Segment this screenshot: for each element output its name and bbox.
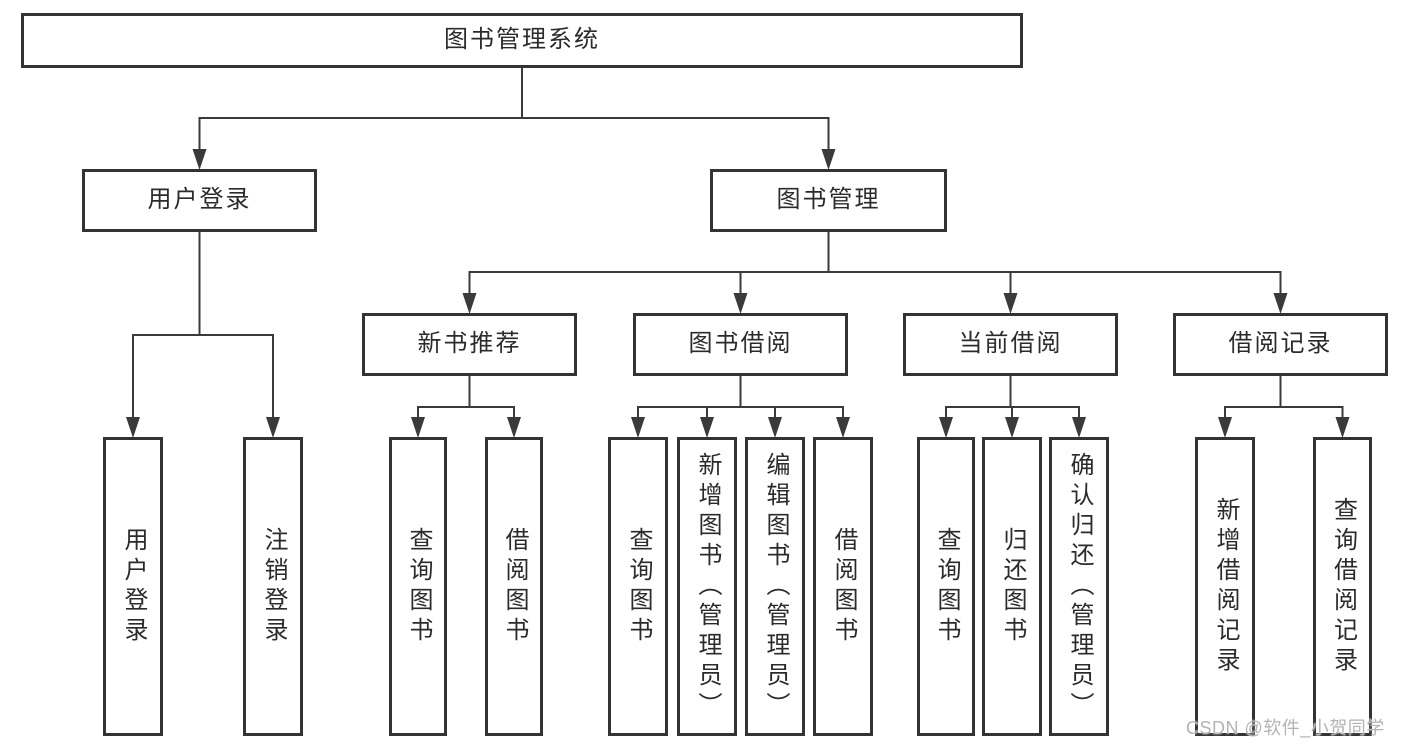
node-user-login: 用户登录	[82, 169, 317, 232]
node-new-book-rec: 新书推荐	[362, 313, 577, 376]
node-cb-query: 查询图书	[917, 437, 975, 736]
arrowhead	[700, 417, 714, 438]
arrowhead	[939, 417, 953, 438]
arrowhead	[1335, 417, 1350, 438]
node-br-query: 查询借阅记录	[1313, 437, 1372, 736]
node-br-add: 新增借阅记录	[1195, 437, 1255, 736]
node-label: 借阅图书	[501, 526, 528, 647]
node-label: 查询图书	[625, 526, 652, 647]
arrowhead	[192, 149, 207, 170]
node-label: 图书管理	[776, 186, 881, 214]
arrowhead	[411, 417, 425, 438]
arrowhead	[1003, 293, 1018, 314]
arrowhead	[462, 293, 477, 314]
node-label: 借阅图书	[830, 526, 857, 647]
node-label: 编辑图书（管理员）	[762, 451, 789, 722]
node-label: 用户登录	[147, 186, 252, 214]
node-borrow-records: 借阅记录	[1173, 313, 1388, 376]
arrowhead	[1273, 293, 1288, 314]
arrowhead	[768, 417, 782, 438]
node-label: 查询图书	[405, 526, 432, 647]
node-root: 图书管理系统	[21, 13, 1023, 68]
node-label: 图书借阅	[688, 330, 793, 358]
arrowhead	[1218, 417, 1232, 438]
node-label: 借阅记录	[1228, 330, 1333, 358]
node-bb-query: 查询图书	[608, 437, 668, 736]
node-label: 新增借阅记录	[1212, 496, 1239, 677]
arrowhead	[821, 149, 836, 170]
node-book-borrow: 图书借阅	[633, 313, 848, 376]
node-ul-logout: 注销登录	[243, 437, 303, 736]
node-bb-add: 新增图书（管理员）	[677, 437, 737, 736]
arrowhead	[733, 293, 748, 314]
node-cb-return: 归还图书	[982, 437, 1042, 736]
watermark: CSDN @软件_小贺同学	[1186, 718, 1385, 738]
node-ul-login: 用户登录	[103, 437, 163, 736]
arrowhead	[507, 417, 521, 438]
node-label: 查询借阅记录	[1329, 496, 1357, 677]
node-label: 查询图书	[933, 526, 960, 647]
arrowhead	[1005, 417, 1019, 438]
arrowhead	[1072, 417, 1086, 438]
arrowhead	[631, 417, 645, 438]
arrowhead	[126, 417, 140, 438]
node-label: 新增图书（管理员）	[694, 451, 721, 722]
node-book-mgmt: 图书管理	[710, 169, 947, 232]
node-label: 用户登录	[120, 526, 147, 647]
node-cb-confirm: 确认归还（管理员）	[1049, 437, 1109, 736]
node-label: 图书管理系统	[444, 26, 600, 54]
node-bb-borrow: 借阅图书	[813, 437, 873, 736]
node-label: 新书推荐	[417, 330, 522, 358]
node-label: 注销登录	[260, 526, 287, 647]
node-nb-query: 查询图书	[389, 437, 447, 736]
node-current-borrow: 当前借阅	[903, 313, 1118, 376]
arrowhead	[266, 417, 280, 438]
node-label: 归还图书	[999, 526, 1026, 647]
node-label: 确认归还（管理员）	[1066, 451, 1093, 722]
node-nb-borrow: 借阅图书	[485, 437, 543, 736]
node-label: 当前借阅	[958, 330, 1063, 358]
arrowhead	[836, 417, 850, 438]
node-bb-edit: 编辑图书（管理员）	[745, 437, 805, 736]
